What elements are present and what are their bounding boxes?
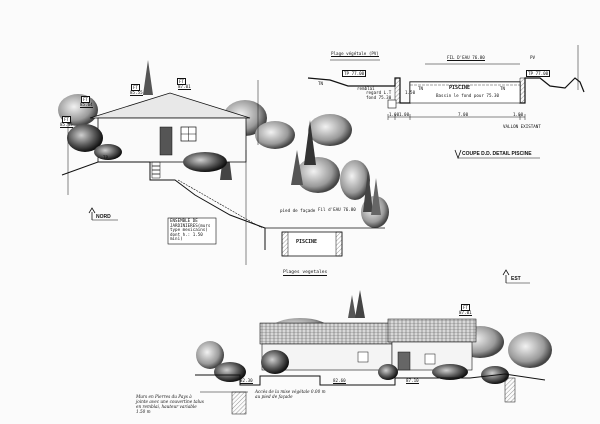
dim-4: 1.00 (513, 112, 524, 117)
pied-facade-label: pied de façade (280, 208, 316, 213)
cypress-icon (348, 295, 356, 318)
section-pool-label: PISCINE (449, 85, 471, 91)
tree-icon (508, 332, 552, 368)
level-tag-ft4: FT (62, 116, 72, 123)
east-level-3: 87.10 (406, 378, 419, 384)
east-level-2: 82.60 (333, 378, 346, 384)
dim-150: 1.50 (405, 90, 416, 95)
tree-icon (340, 160, 370, 200)
north-view-title: NORD (96, 214, 111, 220)
plages-label: Plages vegetales (283, 270, 328, 276)
level-value-ft4: 85.45 (60, 122, 73, 128)
tp-marker: TP (103, 155, 109, 160)
cypress-icon (371, 178, 381, 215)
east-level-1: 82.30 (240, 378, 253, 384)
east-arrow-icon (502, 269, 510, 276)
level-tag-ft2: FT (131, 84, 141, 91)
tn-mid: TN (418, 86, 424, 91)
vallon-label: VALLON EXISTANT (503, 124, 541, 129)
plage-vegetale-label: Plage végétale (PV) (331, 51, 379, 57)
tn-right: TN (500, 86, 506, 91)
east-access-note: Accès de la mise végétale 0.00 m au pied… (255, 389, 326, 399)
cypress-icon (304, 120, 316, 165)
tree-icon (296, 157, 340, 193)
cypress-icon (143, 60, 153, 95)
cypress-icon (355, 290, 365, 318)
jardinieres-note: ENSEMBLE DE JARDINIERES(murs type mexica… (170, 218, 211, 242)
east-view-title: EST (511, 276, 521, 282)
pool-section (307, 45, 585, 160)
level-tag-ft3: FT (177, 78, 187, 85)
cypress-icon (291, 150, 303, 185)
tp-right: TP 77.00 (526, 70, 551, 77)
east-elevation (195, 269, 552, 415)
section-arrow-icon (454, 149, 462, 160)
tree-icon (196, 341, 224, 369)
north-elevation (58, 60, 389, 265)
bassin-label: Bassin le fond pour 75.30 (436, 93, 500, 98)
cypress-icon (363, 170, 373, 212)
remblai-label: remblai (357, 86, 375, 91)
section-fil-eau: FIL D'EAU 76.80 (447, 55, 485, 61)
pv-label: PV (530, 55, 536, 60)
tree-icon (255, 121, 295, 149)
regard-label: regard L.T fond 75.30 (366, 90, 392, 100)
tp-left: TP 77.00 (342, 70, 367, 77)
north-arrow-icon (88, 207, 96, 214)
level-value-ft1: 85.64 (80, 102, 93, 108)
dim-1: 1.00 (389, 112, 400, 117)
level-value-ft3: 87.01 (178, 84, 191, 90)
tree-icon (308, 114, 352, 146)
tn-left: TN (318, 81, 324, 86)
section-view-title: COUPE D.D. DETAIL PISCINE (462, 151, 532, 157)
north-fil-eau: Fil d'EAU 76.80 (318, 207, 356, 212)
dim-2: 1.00 (399, 112, 410, 117)
east-ft-value: 87.01 (459, 310, 472, 316)
level-tag-ft1: FT (81, 96, 91, 103)
east-wall-note: Murs en Pierres du Pays à jointe avec un… (136, 394, 204, 414)
east-ft-tag: FT (461, 304, 471, 311)
dim-3: 7.00 (458, 112, 469, 117)
level-value-ft2: 85.55 (130, 90, 143, 96)
north-pool-label: PISCINE (296, 239, 318, 245)
